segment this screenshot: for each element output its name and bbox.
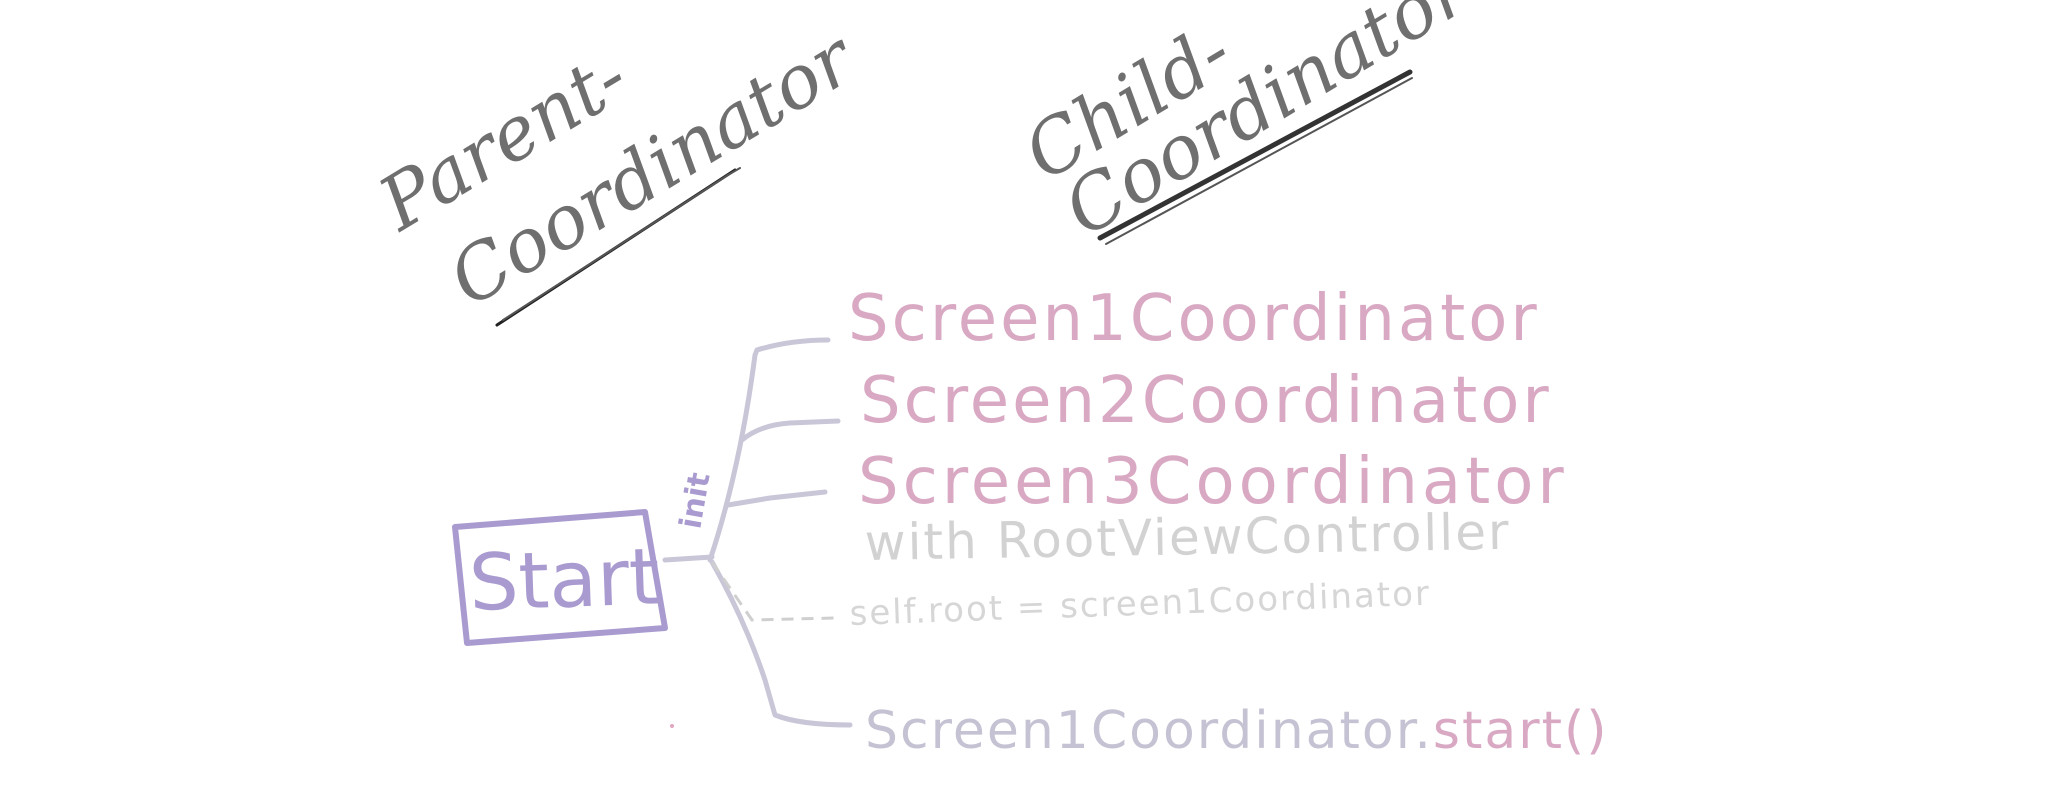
note-root-view-controller: with RootViewController: [864, 503, 1511, 572]
note-root-assignment: self.root = screen1Coordinator: [849, 574, 1432, 634]
start-box-border: [452, 509, 668, 646]
child-label-screen3: Screen3Coordinator: [858, 445, 1568, 519]
init-label: init: [673, 470, 717, 531]
branch-connectors: [662, 337, 853, 728]
parent-coordinator-header: Parent- Coordinator: [363, 14, 872, 327]
branch-to-screen1: [707, 337, 831, 563]
child-label-screen2: Screen2Coordinator: [860, 364, 1552, 438]
child-coordinator-header: Child- Coordinator: [1010, 0, 1487, 253]
child-header-underline: [1097, 69, 1413, 241]
child-label-screen1: Screen1Coordinator: [848, 282, 1540, 356]
branch-to-screen2: [739, 418, 841, 443]
start-connector-line: [662, 554, 715, 563]
branch-to-start-call: [709, 559, 853, 728]
parent-header-underline-shadow: [502, 167, 741, 321]
start-call-prefix: Screen1Coordinator.: [865, 701, 1433, 761]
branch-to-screen3: [725, 489, 828, 508]
start-box: Start: [452, 509, 668, 646]
start-call: Screen1Coordinator.start(): [865, 701, 1609, 761]
stray-dot: [670, 724, 674, 728]
child-header-underline-shadow: [1105, 77, 1413, 245]
start-label: Start: [468, 532, 662, 629]
root-assignment-connector: [710, 561, 836, 622]
start-call-method: start(): [1433, 701, 1609, 761]
child-coordinator-list: Screen1Coordinator Screen2Coordinator Sc…: [848, 282, 1568, 519]
